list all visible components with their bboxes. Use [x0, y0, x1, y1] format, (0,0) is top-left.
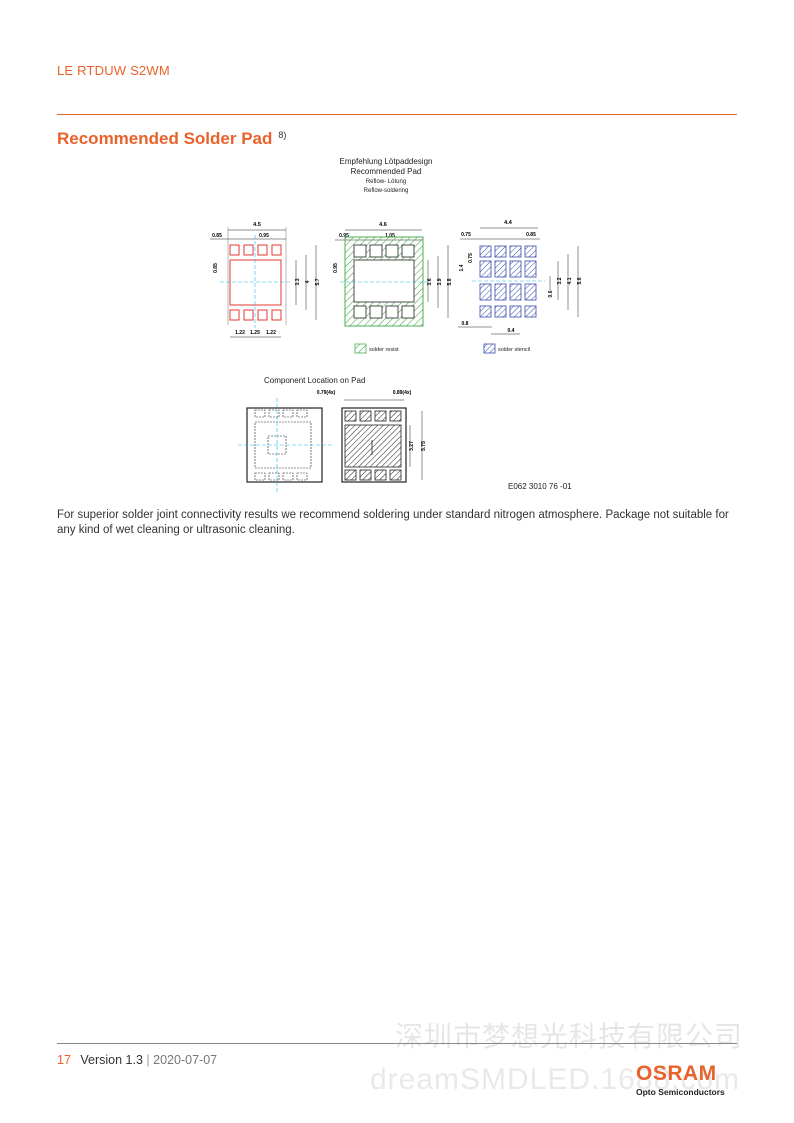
dim-resist-b: 1.05	[385, 233, 395, 239]
caption-de: Empfehlung Lötpaddesign	[340, 157, 433, 166]
dim-stencil-side2: 0.75	[468, 253, 474, 263]
dim-resist-h2: 3.9	[437, 278, 443, 285]
dim-pad-b2: 1.25	[250, 330, 260, 336]
footer-rule	[57, 1043, 737, 1044]
section-title: Recommended Solder Pad 8)	[57, 129, 286, 149]
dim-pad-b1: 1.22	[235, 330, 245, 336]
header-rule	[57, 114, 737, 115]
section-title-text: Recommended Solder Pad	[57, 129, 273, 148]
footnote-ref: 8)	[278, 130, 287, 140]
watermark-chinese: 深圳市梦想光科技有限公司	[395, 1021, 744, 1052]
dim-loc-a: 0.79(4x)	[317, 390, 336, 396]
solder-pad-drawing: Empfehlung Lötpaddesign Recommended Pad …	[210, 157, 583, 492]
location-title: Component Location on Pad	[264, 376, 365, 385]
dim-stencil-side1: 1.4	[459, 264, 465, 271]
dim-stencil-h4: 5.6	[577, 277, 583, 284]
footer-separator: |	[146, 1053, 150, 1067]
dim-resist-side: 0.95	[333, 263, 339, 273]
dim-stencil-br: 0.4	[508, 328, 515, 334]
dim-stencil-width: 4.4	[504, 220, 513, 226]
pad-layout-drawing: 4.5 0.85 0.95 0.85 3.3 4 5.7 1.22 1.25 1…	[210, 222, 321, 338]
page-number: 17	[57, 1053, 71, 1067]
legend-resist-swatch	[354, 343, 367, 354]
solder-stencil-drawing: 4.4 0.75 0.85 1.4 0.75 0.6 3.2 4.1 5.6 0…	[458, 220, 583, 335]
component-on-pad-drawing: 0.79(4x) 0.89(4x) 3.27 5.75	[317, 390, 427, 483]
dim-stencil-a: 0.75	[461, 232, 471, 238]
dim-pad-pitch: 0.95	[259, 233, 269, 239]
dim-stencil-h3: 4.1	[567, 277, 573, 284]
dim-stencil-bl: 0.8	[462, 321, 469, 327]
logo-wordmark: OSRAM	[636, 1062, 717, 1085]
dim-loc-b: 0.89(4x)	[393, 390, 412, 396]
dim-pad-width: 4.5	[253, 222, 261, 228]
dim-stencil-h1: 0.6	[548, 290, 554, 297]
osram-logo: OSRAM Opto Semiconductors	[636, 1062, 738, 1098]
product-name: LE RTDUW S2WM	[57, 63, 170, 78]
dim-pad-h3: 5.7	[315, 278, 321, 285]
dim-pad-left: 0.85	[213, 263, 219, 273]
legend-resist-label: solder resist	[369, 347, 399, 353]
body-paragraph: For superior solder joint connectivity r…	[57, 509, 729, 536]
dim-loc-h1: 3.27	[409, 441, 415, 451]
dim-pad-h1: 3.3	[295, 278, 301, 285]
dim-resist-a: 0.95	[339, 233, 349, 239]
legend-stencil-label: solder stencil	[498, 347, 530, 353]
dim-pad-b3: 1.22	[266, 330, 276, 336]
caption-reflow-en: Reflow-soldering	[364, 188, 409, 194]
version: Version 1.3	[80, 1053, 143, 1067]
release-date: 2020-07-07	[153, 1053, 218, 1067]
dim-resist-width: 4.6	[379, 222, 387, 228]
caption-en: Recommended Pad	[351, 167, 422, 176]
logo-subtitle: Opto Semiconductors	[636, 1087, 725, 1097]
dim-stencil-b: 0.85	[526, 232, 536, 238]
component-outline-drawing	[238, 398, 332, 492]
legend-stencil-swatch	[483, 343, 496, 354]
watermark-url: dreamSMDLED.1688.com	[370, 1063, 741, 1096]
dim-stencil-h2: 3.2	[557, 277, 563, 284]
dim-resist-h3: 5.8	[447, 278, 453, 285]
drawing-number: E062 3010 76 -01	[508, 482, 572, 491]
page-footer: 17 Version 1.3 | 2020-07-07	[57, 1053, 217, 1067]
dim-resist-h1: 3.6	[427, 278, 433, 285]
caption-reflow-de: Reflow- Lötung	[366, 179, 406, 185]
dim-pad-edge: 0.85	[212, 233, 222, 239]
dim-loc-h2: 5.75	[421, 441, 427, 451]
dim-pad-h2: 4	[305, 280, 311, 283]
solder-resist-drawing: 4.6 0.95 1.05 0.95 3.6 3.9 5.8	[333, 222, 453, 327]
